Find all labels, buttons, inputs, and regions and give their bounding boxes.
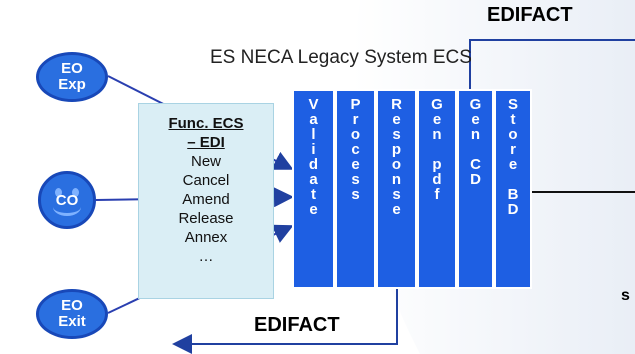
actor-co-label: CO xyxy=(55,192,79,209)
system-title: ES NECA Legacy System ECS xyxy=(210,47,472,68)
actor-eo-exp-line2: Exp xyxy=(58,76,86,93)
func-item-annex: Annex xyxy=(184,229,228,246)
func-item-cancel: Cancel xyxy=(182,172,230,189)
edifact-bottom-label: EDIFACT xyxy=(254,314,340,336)
column-response: R e s p o n s e xyxy=(376,89,417,289)
func-item-more: … xyxy=(198,248,214,265)
func-box-title-1: Func. ECS xyxy=(168,115,244,132)
actor-eo-exp: EO Exp xyxy=(36,52,108,102)
column-gen-cd: G e n C D xyxy=(457,89,494,289)
column-store-bd: S t o r e B D xyxy=(494,89,532,289)
actor-eo-exit-line1: EO xyxy=(61,297,83,314)
column-process: P r o c e s s xyxy=(335,89,376,289)
func-item-release: Release xyxy=(178,210,234,227)
func-item-new: New xyxy=(190,153,221,170)
edifact-top-line xyxy=(469,39,635,89)
actor-co-smiley-icon: CO xyxy=(38,171,96,229)
response-return-line xyxy=(172,289,398,354)
actor-eo-exit-line2: Exit xyxy=(58,313,86,330)
actor-eo-exit: EO Exit xyxy=(36,289,108,339)
column-validate: V a l i d a t e xyxy=(292,89,335,289)
func-item-amend: Amend xyxy=(182,191,230,208)
func-box-title-2: – EDI xyxy=(187,134,225,151)
actor-eo-exp-line1: EO xyxy=(61,60,83,77)
edifact-top-label: EDIFACT xyxy=(487,4,573,26)
partial-label: s xyxy=(621,287,630,304)
column-gen-pdf: G e n p d f xyxy=(417,89,457,289)
func-ecs-edi-box: Func. ECS – EDI New Cancel Amend Release… xyxy=(138,103,274,299)
